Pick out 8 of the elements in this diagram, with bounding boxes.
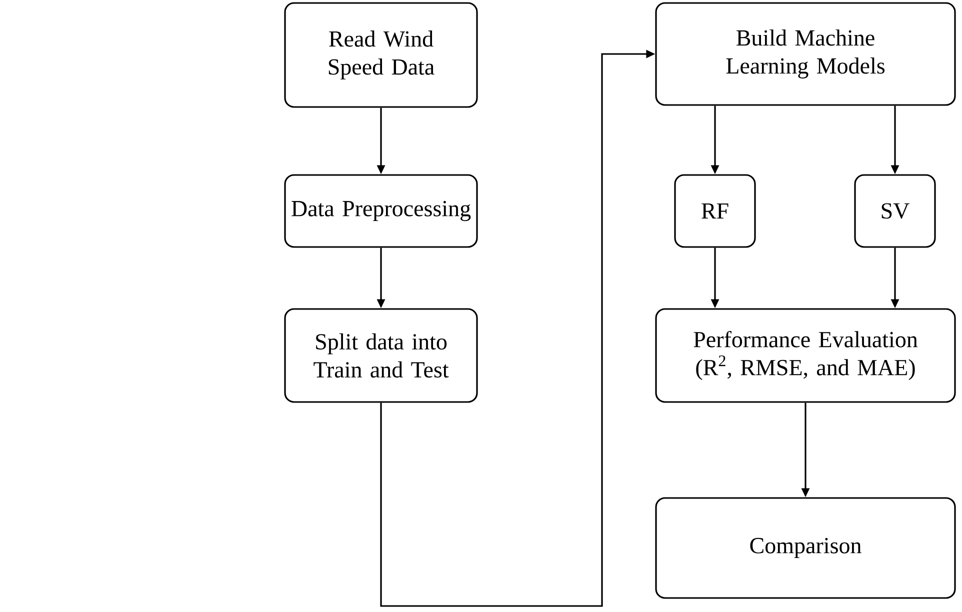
- process-box: Performance Evaluation (R$^{2}$, RMSE, and MAE): [655, 308, 956, 403]
- process-box: Split data into Train and Test: [284, 308, 478, 403]
- process-box: RF: [674, 174, 756, 248]
- process-box: SV: [854, 174, 936, 248]
- process-box: Data Preprocessing: [284, 174, 478, 248]
- process-box: Comparison: [655, 497, 956, 599]
- process-box: Read Wind Speed Data: [284, 2, 478, 108]
- process-box: Build Machine Learning Models: [655, 2, 956, 106]
